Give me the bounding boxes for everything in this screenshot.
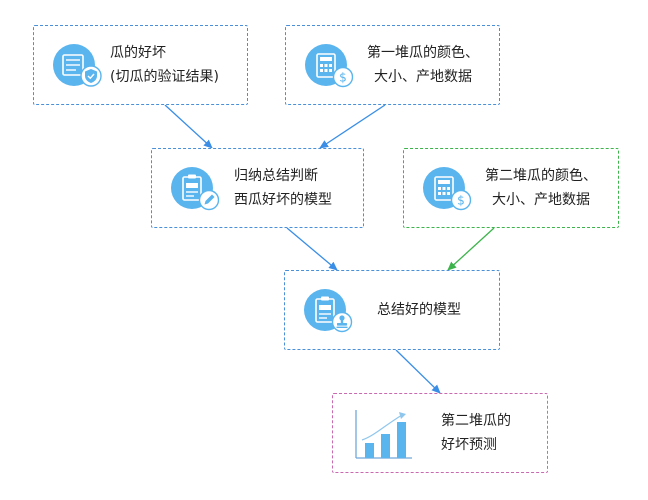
label-line-2: 大小、产地数据 <box>492 192 590 208</box>
clipboard-pen-icon <box>170 166 220 216</box>
arrow-batch2-to-model <box>447 227 495 271</box>
node-batch2-data-label: 第二堆瓜的颜色、 大小、产地数据 <box>476 164 606 212</box>
node-trained-model: 总结好的模型 <box>284 270 500 350</box>
clipboard-stamp-icon <box>303 288 353 338</box>
calculator-dollar-icon: $ <box>304 43 354 93</box>
label-line-1: 总结好的模型 <box>377 302 461 318</box>
node-melon-quality-label: 瓜的好坏 (切瓜的验证结果) <box>110 41 219 89</box>
node-batch2-data: $ 第二堆瓜的颜色、 大小、产地数据 <box>403 148 619 228</box>
node-model-induction: 归纳总结判断 西瓜好坏的模型 <box>151 148 364 228</box>
node-model-induction-label: 归纳总结判断 西瓜好坏的模型 <box>234 164 332 212</box>
arrow-model-to-prediction <box>395 349 441 394</box>
svg-text:$: $ <box>339 71 347 85</box>
svg-text:$: $ <box>457 194 465 208</box>
bar-chart-trend-icon <box>350 406 416 468</box>
node-batch2-prediction: 第二堆瓜的 好坏预测 <box>332 393 548 473</box>
arrow-quality-to-induction <box>164 104 213 149</box>
node-batch1-data-label: 第一堆瓜的颜色、 大小、产地数据 <box>358 41 488 89</box>
label-line-1: 第二堆瓜的颜色、 <box>485 168 597 184</box>
checklist-shield-icon <box>52 43 102 93</box>
label-line-2: 西瓜好坏的模型 <box>234 192 332 208</box>
arrow-induction-to-model <box>286 227 338 271</box>
node-trained-model-label: 总结好的模型 <box>377 298 461 322</box>
arrow-batch1-to-induction <box>319 104 386 149</box>
label-line-1: 第二堆瓜的 <box>441 413 511 429</box>
calculator-dollar-icon: $ <box>422 166 472 216</box>
label-line-2: 好坏预测 <box>441 437 497 453</box>
node-batch2-prediction-label: 第二堆瓜的 好坏预测 <box>441 409 511 457</box>
label-line-1: 归纳总结判断 <box>234 168 318 184</box>
node-melon-quality: 瓜的好坏 (切瓜的验证结果) <box>33 25 248 105</box>
label-line-2: (切瓜的验证结果) <box>110 69 219 85</box>
label-line-2: 大小、产地数据 <box>374 69 472 85</box>
node-batch1-data: $ 第一堆瓜的颜色、 大小、产地数据 <box>285 25 500 105</box>
label-line-1: 第一堆瓜的颜色、 <box>367 45 479 61</box>
label-line-1: 瓜的好坏 <box>110 45 166 61</box>
